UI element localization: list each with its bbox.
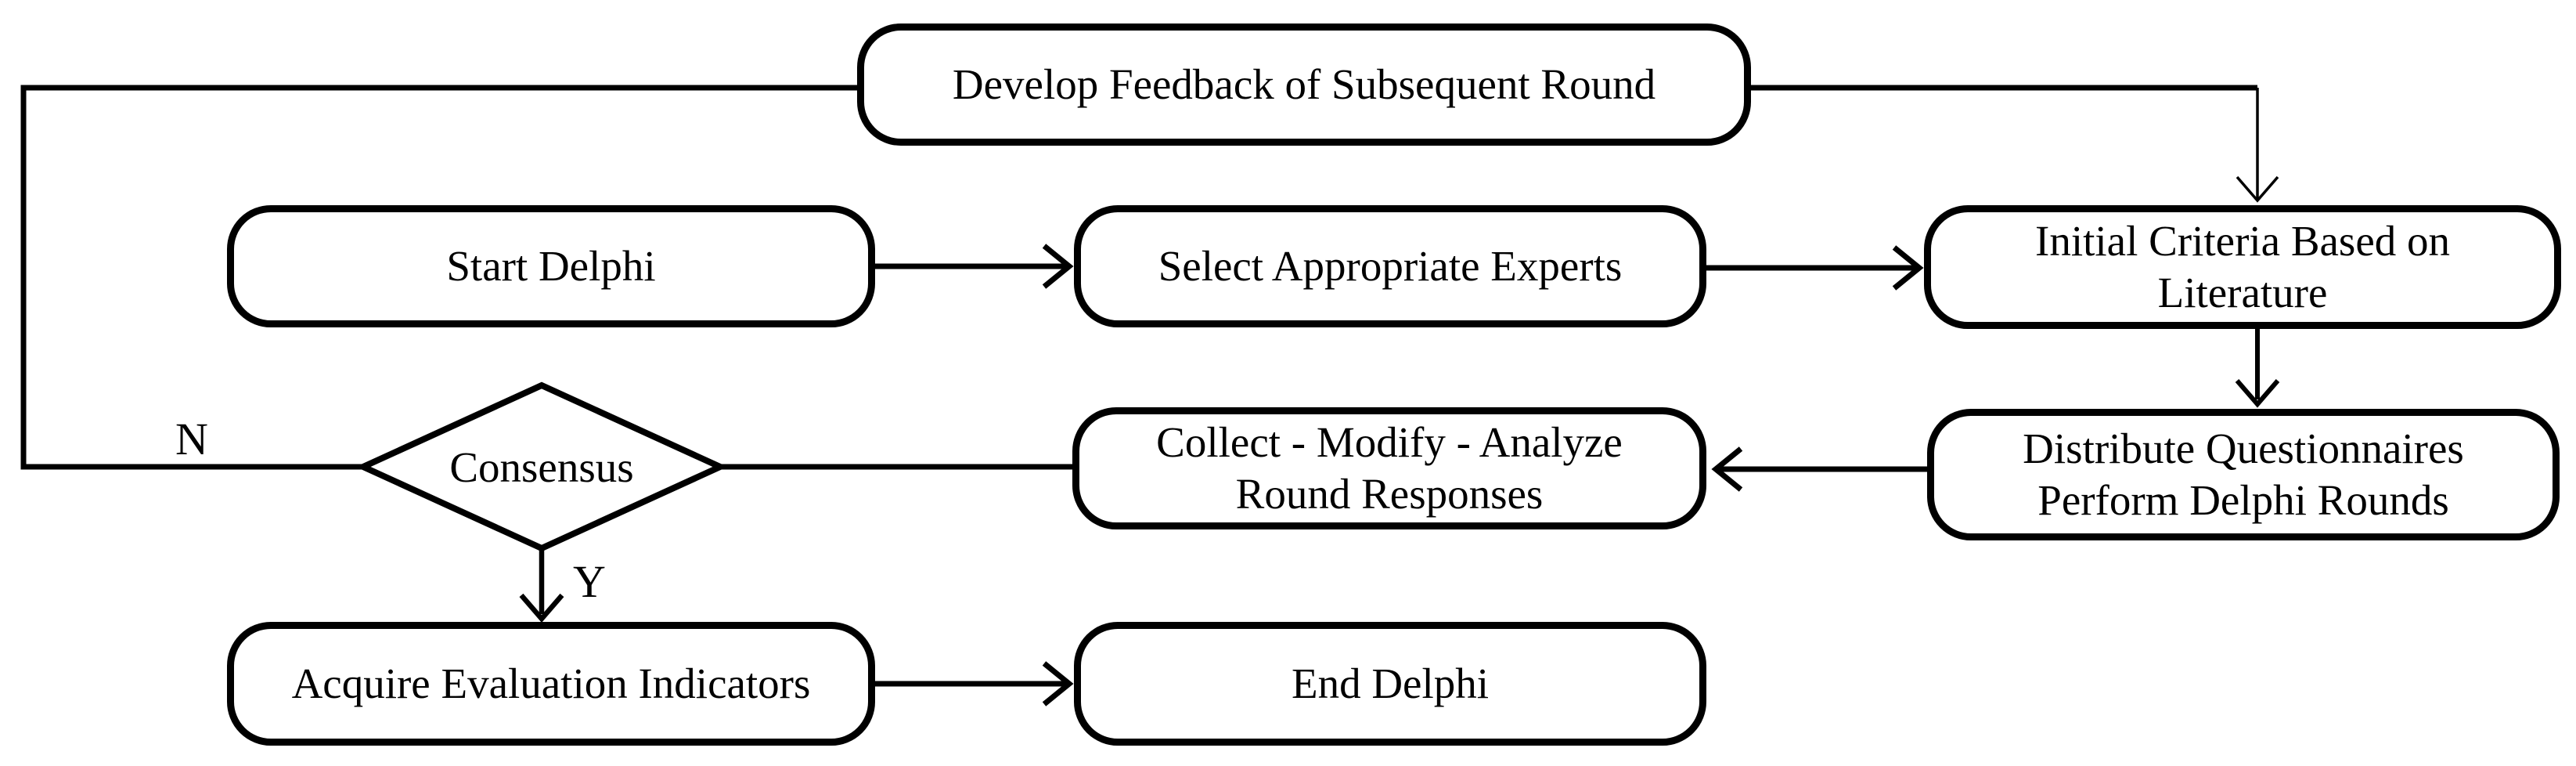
consensus-label: Consensus — [449, 443, 634, 491]
node-select-experts: Select Appropriate Experts — [1074, 205, 1706, 327]
node-develop-feedback: Develop Feedback of Subsequent Round — [857, 23, 1751, 146]
edge-acquire-to-end — [875, 661, 1074, 706]
edge-consensus-to-acquire — [519, 548, 564, 623]
edge-develop-feedback-to-initial-criteria — [1751, 85, 2279, 203]
branch-label-yes: Y — [573, 555, 606, 607]
edge-distribute-to-collect — [1711, 446, 1927, 492]
node-collect-modify-analyze: Collect - Modify - Analyze Round Respons… — [1072, 407, 1706, 529]
edge-start-to-select — [875, 244, 1074, 289]
edge-consensus-to-develop-feedback — [20, 85, 857, 470]
branch-label-no: N — [175, 413, 208, 464]
node-start-delphi: Start Delphi — [227, 205, 875, 327]
node-acquire-indicators: Acquire Evaluation Indicators — [227, 622, 875, 746]
node-distribute-questionnaires: Distribute Questionnaires Perform Delphi… — [1927, 409, 2560, 540]
node-initial-criteria: Initial Criteria Based on Literature — [1924, 205, 2561, 329]
edge-select-to-initial — [1706, 245, 1924, 291]
edge-initial-to-distribute — [2235, 329, 2280, 408]
consensus-diamond — [355, 381, 728, 552]
node-end-delphi: End Delphi — [1074, 622, 1706, 746]
